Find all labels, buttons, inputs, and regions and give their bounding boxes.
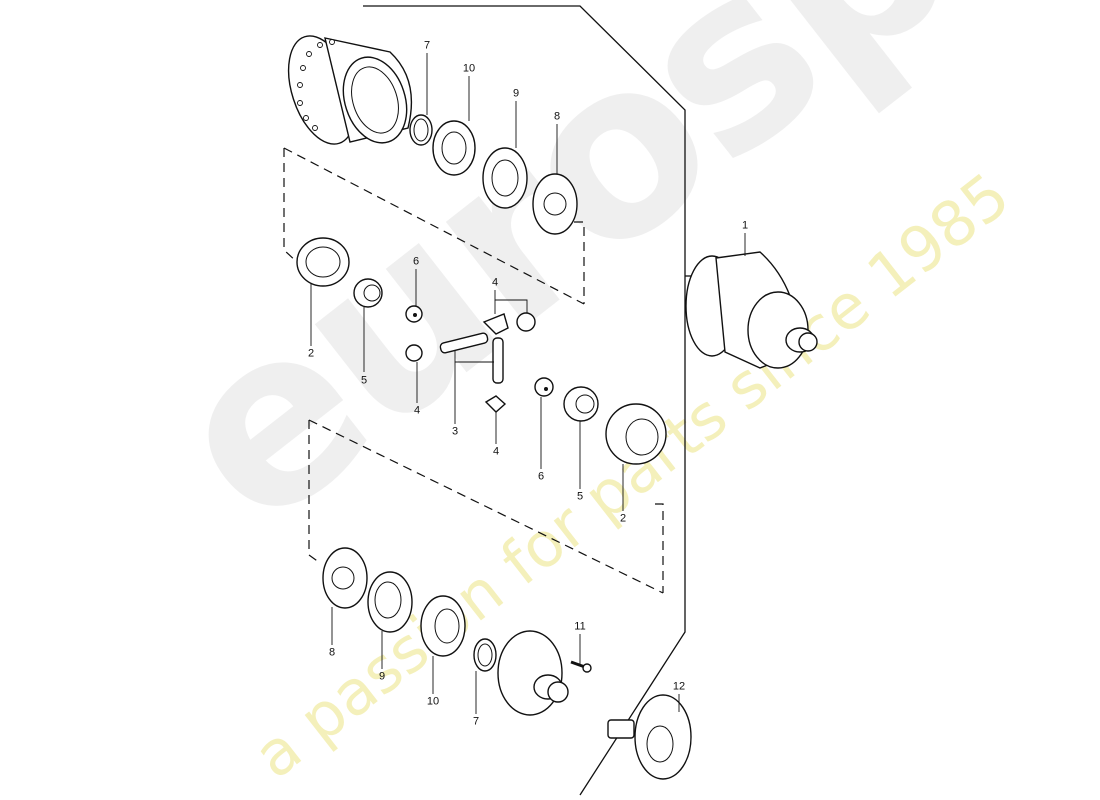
callout-8[interactable]: 8 <box>553 110 561 123</box>
callout-9[interactable]: 9 <box>512 87 520 100</box>
lower-cover-part <box>497 630 569 716</box>
upper-shim-part <box>409 114 433 146</box>
callout-10[interactable]: 10 <box>462 62 476 75</box>
callout-2[interactable]: 2 <box>619 512 627 525</box>
callout-5[interactable]: 5 <box>360 374 368 387</box>
upper-group-bracket <box>283 147 585 305</box>
lower-dished-spring-part <box>420 595 466 657</box>
callout-12[interactable]: 12 <box>672 680 686 693</box>
callout-7[interactable]: 7 <box>472 715 480 728</box>
lower-thrust-washer-part <box>534 377 554 397</box>
upper-side-gear-part <box>353 278 383 308</box>
callout-4[interactable]: 4 <box>492 445 500 458</box>
lower-pressure-ring-part <box>605 403 667 465</box>
callout-3[interactable]: 3 <box>451 425 459 438</box>
lower-shim-part <box>473 638 497 672</box>
callout-10[interactable]: 10 <box>426 695 440 708</box>
callout-8[interactable]: 8 <box>328 646 336 659</box>
lower-outer-friction-disc-part <box>367 571 413 633</box>
output-flange-part <box>607 694 692 780</box>
leader-lines <box>310 53 746 714</box>
lower-group-bracket <box>308 419 664 594</box>
callout-11[interactable]: 11 <box>574 620 586 633</box>
lower-inner-friction-disc-part <box>322 547 368 609</box>
upper-pressure-ring-part <box>296 237 350 287</box>
differential-housing-part <box>685 251 818 369</box>
callout-5[interactable]: 5 <box>576 490 584 503</box>
differential-shafts-part <box>439 332 504 384</box>
callout-6[interactable]: 6 <box>412 255 420 268</box>
upper-pinion-pair-part <box>482 312 536 335</box>
callout-4[interactable]: 4 <box>491 276 499 289</box>
callout-1[interactable]: 1 <box>741 219 749 232</box>
upper-housing-part <box>287 35 413 145</box>
lower-side-gear-part <box>563 386 599 422</box>
callout-7[interactable]: 7 <box>423 39 431 52</box>
callout-4[interactable]: 4 <box>413 404 421 417</box>
screw-part <box>570 660 592 673</box>
upper-inner-friction-disc-part <box>532 173 578 235</box>
upper-thrust-washer-part <box>405 305 423 323</box>
upper-dished-spring-part <box>432 120 476 176</box>
upper-outer-friction-disc-part <box>482 147 528 209</box>
left-pinion-part <box>405 344 423 362</box>
callout-2[interactable]: 2 <box>307 347 315 360</box>
lower-pinion-part <box>484 395 507 413</box>
callout-6[interactable]: 6 <box>537 470 545 483</box>
callout-9[interactable]: 9 <box>378 670 386 683</box>
